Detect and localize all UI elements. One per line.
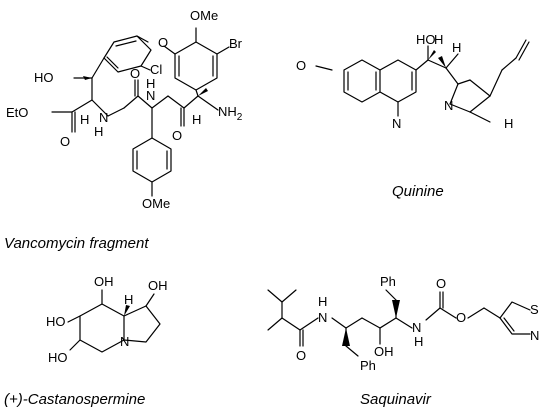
castano-atom-n: N [120,334,129,349]
quinine-atom-ho: HO [416,32,436,47]
vanco-atom-br: Br [229,36,243,51]
saqui-atom-n-right: N [412,320,421,335]
vanco-atom-ome-top: OMe [190,8,218,23]
saqui-atom-o-carb: O [436,276,446,291]
castano-atom-ho-bottom: HO [48,350,68,365]
caption-vancomycin: Vancomycin fragment [4,235,149,252]
quinine-atom-n-quin: N [392,116,401,131]
castano-atom-oh-top1: OH [94,274,114,289]
saqui-atom-n-left: N [318,310,327,325]
saqui-atom-h-right: H [414,334,423,349]
castano-atom-h-bridge: H [124,292,133,307]
saqui-atom-o-link: O [456,310,466,325]
vanco-atom-n2: N [146,88,155,103]
saqui-atom-ph-top: Ph [380,274,396,289]
vancomycin-structure [51,27,230,197]
quinine-structure [315,39,530,123]
vanco-atom-h-n2: H [146,76,155,91]
vanco-atom-nh2: NH2 [218,104,243,123]
caption-saquinavir: Saquinavir [360,391,432,408]
vanco-atom-n1: N [99,110,108,125]
saqui-atom-oh: OH [374,344,394,359]
vanco-atom-h-n1: H [94,124,103,139]
saqui-atom-ph-bottom: Ph [360,358,376,373]
castanospermine-structure [67,289,161,353]
quinine-atom-h1: H [434,32,443,47]
vanco-atom-o-ester: O [60,134,70,149]
saquinavir-structure [267,289,531,357]
castano-atom-ho-left: HO [46,314,66,329]
vanco-atom-ome-bottom: OMe [142,196,170,211]
vanco-atom-cl: Cl [150,62,162,77]
vanco-atom-h-alpha3: H [192,112,201,127]
vanco-atom-h-alpha1: H [80,112,89,127]
caption-castanospermine: (+)-Castanospermine [4,391,145,408]
caption-quinine: Quinine [392,183,444,200]
quinine-atom-n-bridge: N [444,98,453,113]
quinine-atom-h3: H [504,116,513,131]
saqui-atom-s: S [530,302,539,317]
saqui-atom-h-left: H [318,294,327,309]
vanco-atom-o-amide2: O [172,128,182,143]
quinine-atom-h2: H [452,40,461,55]
castano-atom-oh-top2: OH [148,278,168,293]
vanco-atom-o-ether: O [158,35,168,50]
vanco-atom-o-amide1: O [130,66,140,81]
saqui-atom-o-amide: O [296,348,306,363]
vanco-atom-eto: EtO [6,105,28,120]
saqui-atom-n-thz: N [530,328,539,343]
vanco-atom-ho: HO [34,70,54,85]
quinine-atom-o-methoxy: O [296,58,306,73]
